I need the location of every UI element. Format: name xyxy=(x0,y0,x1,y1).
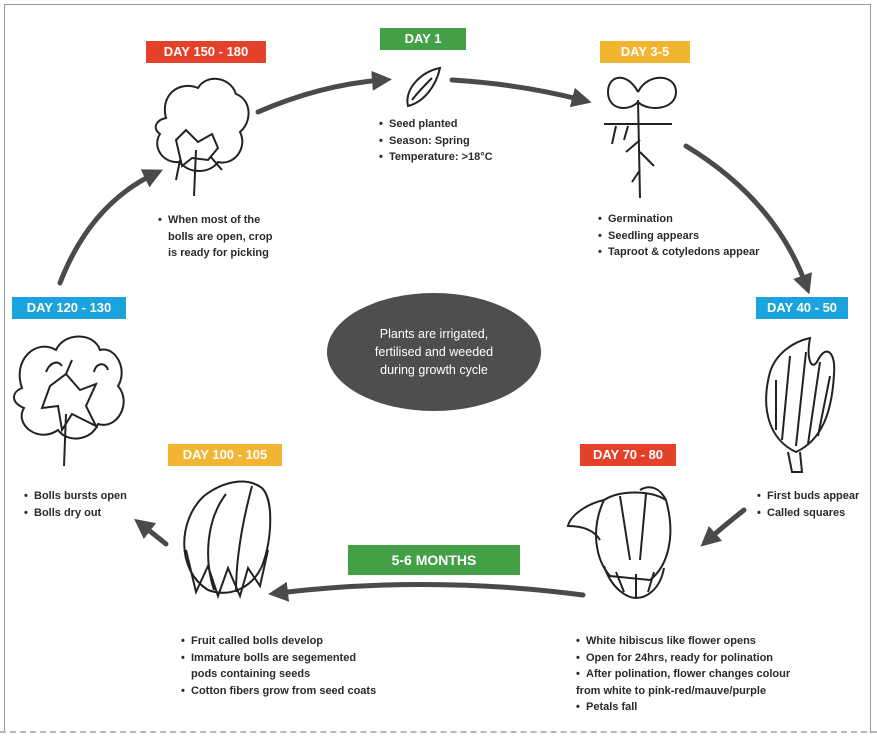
list-item: Bolls dry out xyxy=(24,505,127,522)
center-note-text: Plants are irrigated, fertilised and wee… xyxy=(374,327,494,377)
list-item: Open for 24hrs, ready for polination xyxy=(576,650,790,667)
badge-day-40-50: DAY 40 - 50 xyxy=(756,297,848,319)
list-item: Season: Spring xyxy=(379,133,493,150)
day100-105-notes: Fruit called bolls develop Immature boll… xyxy=(181,633,376,699)
list-item: First buds appear xyxy=(757,488,859,505)
arrow-3-to-40 xyxy=(683,143,812,295)
badge-5-6-months: 5-6 MONTHS xyxy=(348,545,520,575)
list-item: pods containing seeds xyxy=(191,668,311,680)
list-item: Called squares xyxy=(757,505,859,522)
list-item: Germination xyxy=(598,211,759,228)
center-note: Plants are irrigated, fertilised and wee… xyxy=(327,293,541,411)
arrow-40-to-70 xyxy=(700,507,747,547)
list-item: When most of the xyxy=(158,212,273,229)
list-item: is ready for picking xyxy=(168,247,269,259)
seed-icon xyxy=(406,66,442,108)
list-item: Petals fall xyxy=(576,699,790,716)
badge-day-1: DAY 1 xyxy=(380,28,466,50)
list-item: Bolls bursts open xyxy=(24,488,127,505)
badge-day-3-5: DAY 3-5 xyxy=(600,41,690,63)
arrow-100-to-120 xyxy=(134,518,169,547)
day120-130-notes: Bolls bursts open Bolls dry out xyxy=(24,488,127,521)
badge-day-70-80: DAY 70 - 80 xyxy=(580,444,676,466)
diagram-frame xyxy=(4,4,871,733)
arrow-120-to-150 xyxy=(57,169,163,286)
day70-80-notes: White hibiscus like flower opens Open fo… xyxy=(576,633,790,716)
arrow-150-to-1 xyxy=(255,70,392,115)
list-item: Temperature: >18°C xyxy=(379,149,493,166)
cotton-bud-icon xyxy=(765,336,836,473)
arrow-1-to-3 xyxy=(449,77,592,108)
list-item: After polination, flower changes colour xyxy=(576,666,790,683)
list-item: White hibiscus like flower opens xyxy=(576,633,790,650)
badge-day-150-180: DAY 150 - 180 xyxy=(146,41,266,63)
day40-50-notes: First buds appear Called squares xyxy=(757,488,859,521)
day150-180-notes: When most of the bolls are open, crop is… xyxy=(158,212,273,262)
badge-day-100-105: DAY 100 - 105 xyxy=(168,444,282,466)
list-item: from white to pink-red/mauve/purple xyxy=(576,684,767,697)
arrow-70-to-100 xyxy=(268,581,586,602)
cotton-puff-icon xyxy=(154,78,250,197)
day1-notes: Seed planted Season: Spring Temperature:… xyxy=(379,116,493,166)
open-boll-icon xyxy=(13,335,125,467)
list-item: Fruit called bolls develop xyxy=(181,633,376,650)
hibiscus-flower-icon xyxy=(566,486,672,600)
bottom-divider xyxy=(0,731,877,733)
day3-5-notes: Germination Seedling appears Taproot & c… xyxy=(598,211,759,261)
badge-day-120-130: DAY 120 - 130 xyxy=(12,297,126,319)
list-item: Seed planted xyxy=(379,116,493,133)
list-item: Cotton fibers grow from seed coats xyxy=(181,683,376,700)
list-item: bolls are open, crop xyxy=(168,230,273,243)
list-item: Seedling appears xyxy=(598,228,759,245)
list-item: Immature bolls are segemented xyxy=(181,650,376,667)
list-item: Taproot & cotyledons appear xyxy=(598,244,759,261)
cotton-boll-icon xyxy=(183,480,272,600)
seedling-icon xyxy=(604,76,678,199)
